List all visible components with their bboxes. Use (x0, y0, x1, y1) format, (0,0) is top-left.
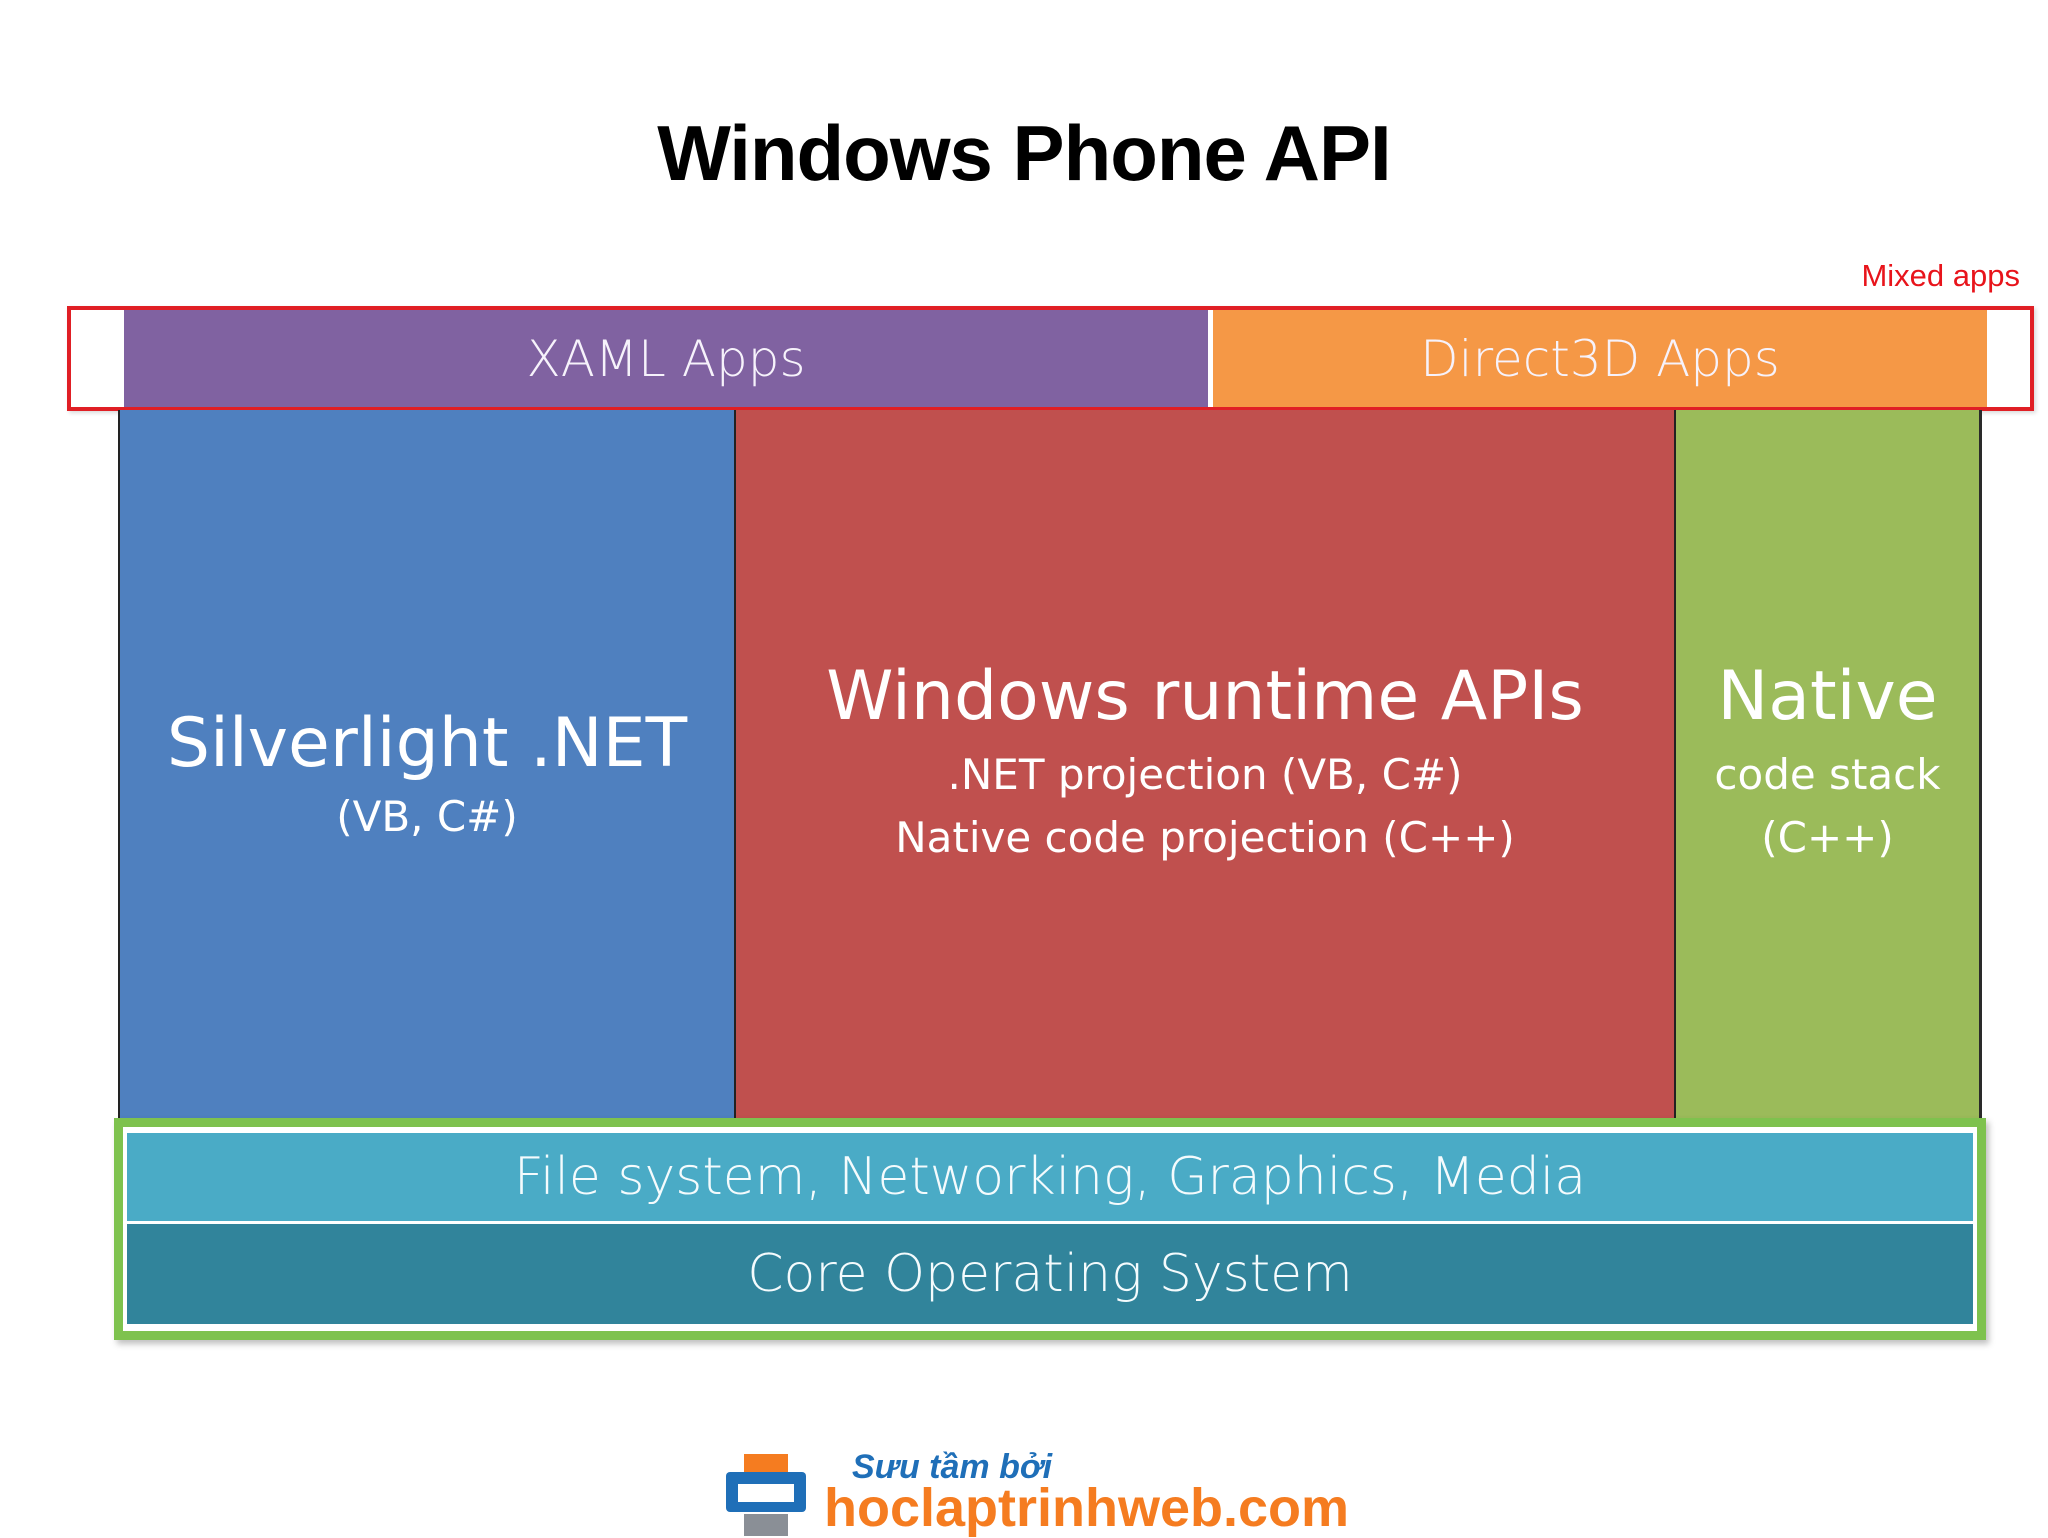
windows-runtime-title: Windows runtime APIs (826, 656, 1584, 736)
silverlight-subtitle: (VB, C#) (336, 791, 518, 841)
native-projection-label: Native code projection (C++) (895, 813, 1515, 863)
mixed-apps-label: Mixed apps (1861, 258, 2020, 293)
mixed-apps-frame (67, 306, 2034, 411)
windows-runtime-block: Windows runtime APIs .NET projection (VB… (734, 410, 1674, 1122)
xaml-apps-label: XAML Apps (526, 330, 806, 388)
native-code-stack-block: Native code stack (C++) (1674, 410, 1982, 1122)
native-title: Native (1717, 656, 1938, 736)
footer-site-name: hoclaptrinhweb.com (824, 1478, 1350, 1538)
silverlight-block: Silverlight .NET (VB, C#) (118, 410, 734, 1122)
direct3d-apps-label: Direct3D Apps (1420, 330, 1780, 388)
slide-title: Windows Phone API (657, 109, 1391, 197)
xaml-apps-block: XAML Apps (124, 308, 1208, 410)
direct3d-apps-block: Direct3D Apps (1213, 308, 1987, 410)
footer-tagline: Sưu tầm bởi (852, 1448, 1053, 1486)
services-layer-label: File system, Networking, Graphics, Media (513, 1147, 1587, 1207)
native-code-stack-label: code stack (1714, 750, 1941, 800)
site-logo-icon (726, 1454, 806, 1536)
core-os-block: Core Operating System (127, 1224, 1973, 1324)
silverlight-title: Silverlight .NET (166, 704, 688, 784)
dotnet-projection-label: .NET projection (VB, C#) (947, 750, 1463, 800)
services-layer-block: File system, Networking, Graphics, Media (127, 1133, 1973, 1221)
native-language-label: (C++) (1761, 813, 1894, 863)
core-os-label: Core Operating System (747, 1244, 1353, 1304)
